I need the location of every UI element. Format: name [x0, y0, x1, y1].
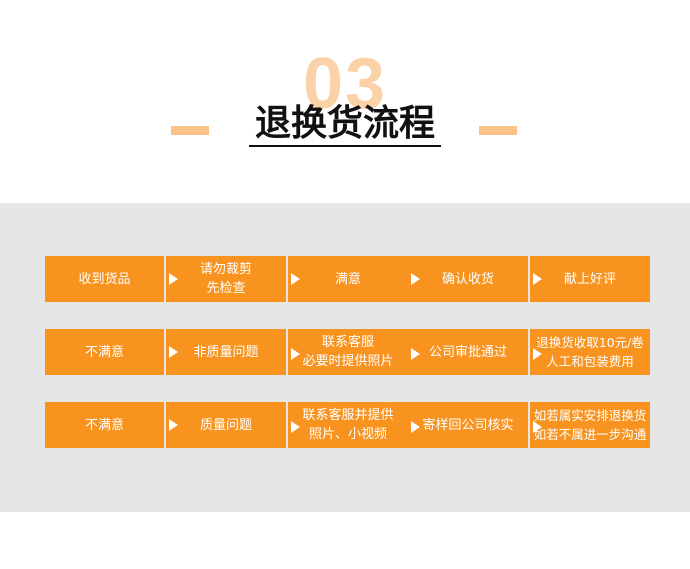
arrow-right-icon	[291, 348, 300, 360]
step-box: 非质量问题	[166, 329, 286, 375]
step-label: 寄样回公司核实	[422, 417, 514, 433]
arrow-right-icon	[169, 273, 178, 285]
step-box: 质量问题	[166, 402, 286, 448]
step-label: 联系客服并提供 照片、小视频	[302, 408, 394, 442]
step-box-double: 满意 确认收货	[288, 256, 528, 302]
header: 03 退换货流程	[0, 0, 690, 203]
step-label: 公司审批通过	[428, 344, 507, 360]
arrow-right-icon	[169, 419, 178, 431]
arrow-right-icon	[411, 348, 420, 360]
step-box: 不满意	[45, 329, 164, 375]
arrow-right-icon	[533, 348, 542, 360]
step-box: 献上好评	[530, 256, 650, 302]
arrow-right-icon	[411, 273, 420, 285]
step-label: 联系客服 必要时提供照片	[302, 335, 394, 369]
step-box-double: 联系客服 必要时提供照片 公司审批通过	[288, 329, 528, 375]
step-box: 请勿裁剪 先检查	[166, 256, 286, 302]
step-box-double: 联系客服并提供 照片、小视频 寄样回公司核实	[288, 402, 528, 448]
arrow-right-icon	[533, 273, 542, 285]
arrow-right-icon	[291, 421, 300, 433]
page-title: 退换货流程	[254, 103, 435, 144]
arrow-right-icon	[411, 421, 420, 433]
arrow-right-icon	[169, 346, 178, 358]
flow-row-non-quality: 不满意 非质量问题 联系客服 必要时提供照片 公司审批通过 退换货收取10元/卷…	[45, 329, 650, 375]
step-box: 如若属实安排退换货 如若不属进一步沟通	[530, 402, 650, 448]
arrow-right-icon	[291, 273, 300, 285]
flow-row-quality: 不满意 质量问题 联系客服并提供 照片、小视频 寄样回公司核实 如若属实安排退换…	[45, 402, 650, 448]
section-number: 03	[302, 44, 388, 124]
step-box: 不满意	[45, 402, 164, 448]
right-decoration-bar	[479, 126, 517, 135]
flow-row-satisfied: 收到货品 请勿裁剪 先检查 满意 确认收货 献上好评	[45, 256, 650, 302]
arrow-right-icon	[533, 421, 542, 433]
step-label: 确认收货	[441, 271, 494, 287]
step-box: 退换货收取10元/卷 人工和包装费用	[530, 329, 650, 375]
step-label: 满意	[334, 271, 361, 287]
left-decoration-bar	[171, 126, 209, 135]
step-box: 收到货品	[45, 256, 164, 302]
title-underline	[249, 145, 441, 147]
